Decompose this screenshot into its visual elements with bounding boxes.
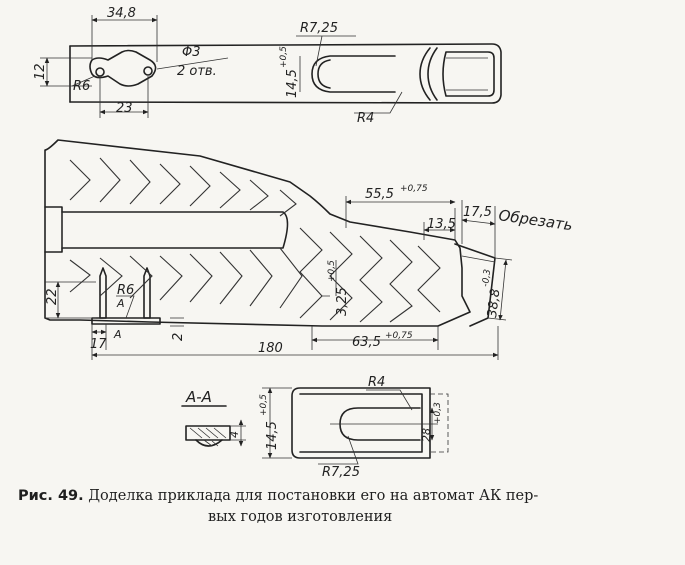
dim-34-8: 34,8 (107, 6, 136, 21)
dim-38-8: 38,8 (485, 288, 503, 319)
slot-width-slot: 14,5 (265, 421, 280, 450)
radius-r7-25-top: R7,25 (300, 21, 338, 36)
dim-4: 4 (228, 431, 241, 438)
main-view-dimensions: 55,5 +0,75 13,5 17,5 Обрезать 38,8 -0,3 … (45, 184, 574, 360)
top-view-strip (69, 43, 502, 104)
dim-3-25: 3,25 (335, 287, 350, 316)
dim-63-5: 63,5 (352, 335, 381, 350)
slot-width-top: 14,5 (285, 69, 300, 98)
dim-38-8-tol: -0,3 (481, 268, 493, 287)
dim-55-5: 55,5 (365, 187, 394, 202)
dim-12: 12 (33, 63, 48, 80)
slot-width-tol-slot: +0,5 (259, 394, 269, 416)
radius-r7-25-slot: R7,25 (322, 465, 360, 480)
radius-r6-main: R6 (117, 283, 134, 298)
dim-17-5: 17,5 (463, 205, 492, 220)
dim-2: 2 (171, 333, 186, 341)
dim-23: 23 (116, 101, 133, 116)
caption-label: Рис. 49. (18, 488, 84, 504)
caption-line-2: вых годов изготовления (208, 509, 393, 525)
radius-r4-slot: R4 (368, 375, 385, 390)
dim-17: 17 (90, 337, 107, 352)
slot-view-dimensions: R4 14,5 +0,5 28 +0,3 R7,25 (259, 375, 443, 480)
cut-label: Обрезать (497, 206, 573, 234)
radius-r6-top: R6 (73, 79, 90, 94)
dim-55-5-tol: +0,75 (400, 184, 428, 194)
dim-22: 22 (45, 288, 60, 305)
slot-view (291, 387, 449, 459)
hole-diameter: Φ3 (182, 45, 201, 60)
section-mark-bottom: А (113, 328, 122, 341)
top-view-dimensions: 34,8 Φ3 2 отв. 12 R6 23 R7,25 14,5 +0,5 … (33, 6, 403, 126)
inner-width-tol: +0,3 (433, 402, 443, 424)
dim-3-25-tol: +0,5 (327, 260, 337, 282)
section-title: А-А (185, 388, 212, 406)
radius-r4-top: R4 (357, 111, 374, 126)
figure-caption: Рис. 49. Доделка приклада для постановки… (18, 486, 668, 528)
section-mark-top: А (116, 297, 125, 310)
section-a-a: А-А 4 (181, 388, 246, 447)
dim-63-5-tol: +0,75 (385, 331, 413, 341)
inner-width: 28 (420, 428, 433, 442)
dim-13-5: 13,5 (427, 217, 456, 232)
hole-count: 2 отв. (177, 64, 217, 79)
main-view-stock (44, 139, 496, 327)
dim-180: 180 (258, 341, 283, 356)
slot-width-tol-top: +0,5 (279, 46, 289, 68)
caption-line-1: Доделка приклада для постановки его на а… (88, 488, 539, 504)
